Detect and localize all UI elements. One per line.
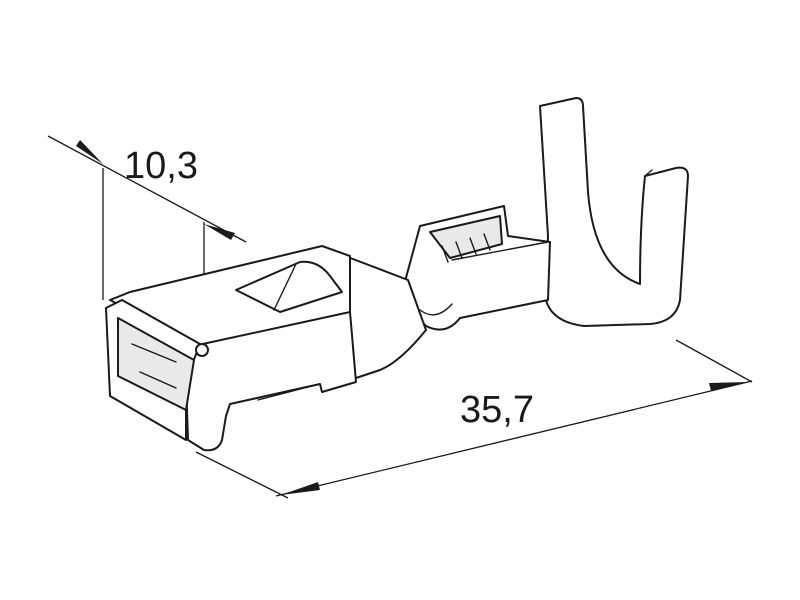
contact-box-side xyxy=(185,311,357,452)
locking-lance xyxy=(235,260,343,313)
width-arrow-right xyxy=(204,224,235,240)
contact-box xyxy=(105,245,357,452)
length-arrow-left xyxy=(281,482,320,495)
length-extension-line-right xyxy=(675,339,753,383)
length-dimension-line xyxy=(275,380,753,497)
length-dimension: 35,7 xyxy=(195,339,753,499)
length-arrow-right xyxy=(709,382,748,391)
conductor-crimp xyxy=(399,205,551,331)
length-extension-line-left xyxy=(195,451,289,499)
width-dimension: 10,3 xyxy=(47,135,247,345)
width-arrow-left xyxy=(76,140,103,164)
transition-neck xyxy=(344,255,427,381)
insulation-crimp-wings xyxy=(539,97,689,327)
width-dimension-line xyxy=(47,135,247,243)
width-dimension-label: 10,3 xyxy=(124,145,198,187)
length-dimension-label: 35,7 xyxy=(460,389,534,431)
crimp-terminal xyxy=(105,97,689,452)
